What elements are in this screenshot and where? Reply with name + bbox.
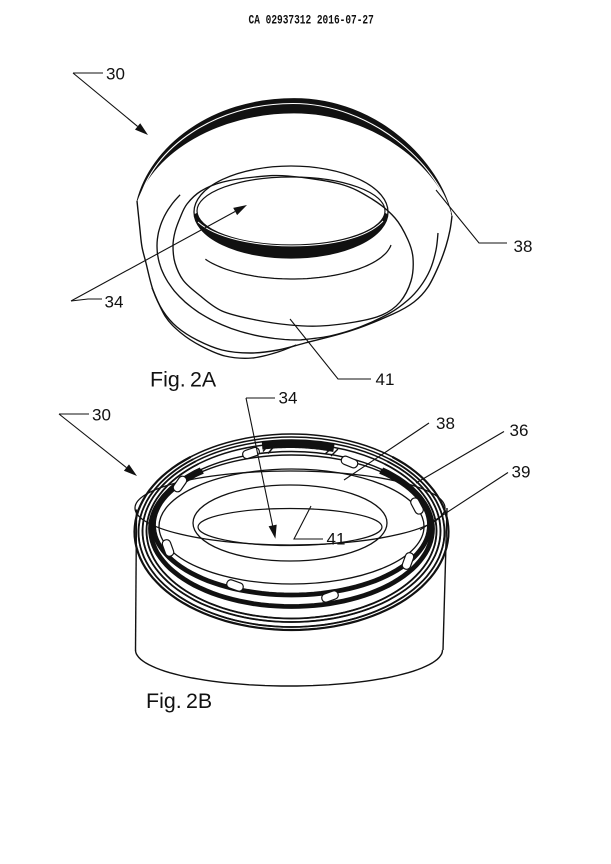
svg-text:34: 34 [279,389,298,408]
svg-text:41: 41 [327,530,346,549]
svg-text:30: 30 [106,65,125,84]
svg-text:39: 39 [512,463,531,482]
svg-text:38: 38 [436,414,455,433]
svg-text:38: 38 [514,237,533,256]
svg-text:Fig. 2B: Fig. 2B [146,689,212,713]
svg-text:41: 41 [376,370,395,389]
svg-text:34: 34 [105,293,124,312]
svg-text:36: 36 [510,421,529,440]
svg-text:Fig. 2A: Fig. 2A [150,368,217,392]
svg-text:30: 30 [92,406,111,425]
svg-text:CA 02937312 2016-07-27: CA 02937312 2016-07-27 [249,14,374,28]
